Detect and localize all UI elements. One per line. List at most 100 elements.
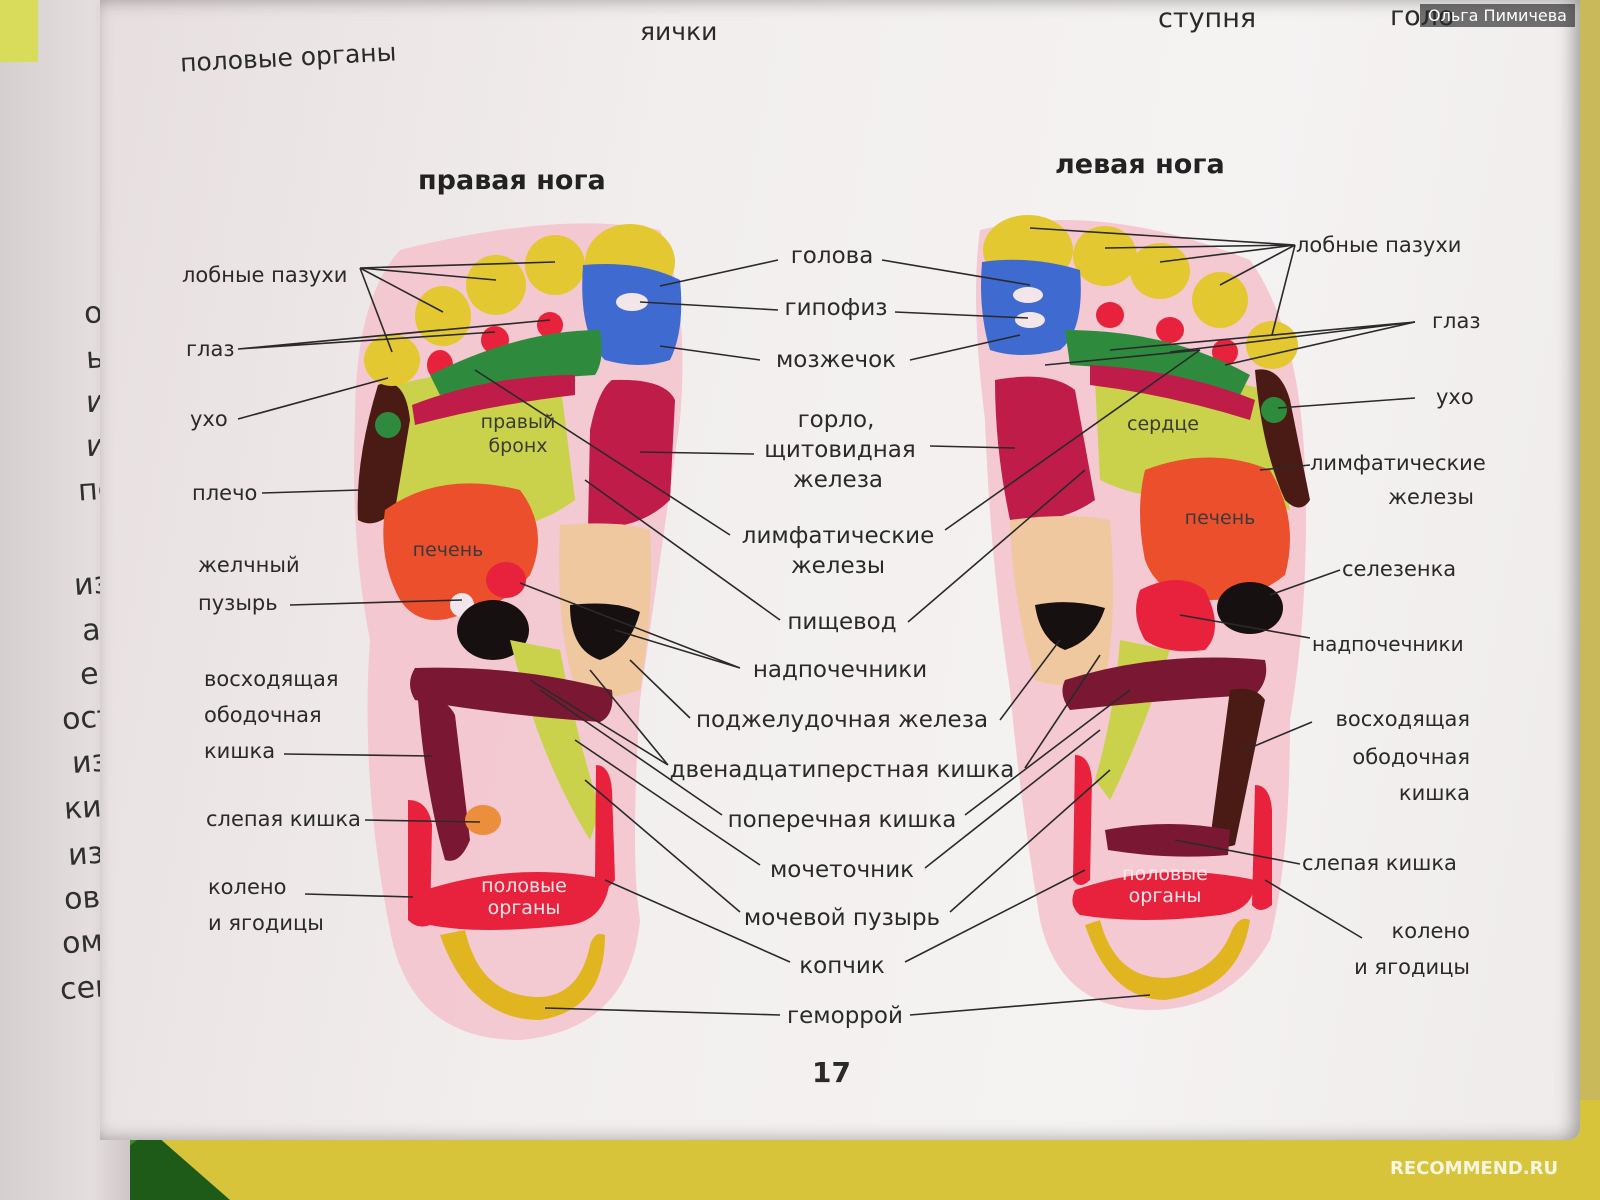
left-label-lymph-2: железы xyxy=(1388,485,1474,509)
leader-coccyx-left xyxy=(904,869,1086,963)
heading-right-foot: правая нога xyxy=(418,165,606,196)
left-label-knee-1: колено xyxy=(1391,919,1470,943)
right-foot-hemorrhoid-arc xyxy=(440,930,605,1020)
right-label-gallbladder-1: желчный xyxy=(198,553,300,577)
leader-right-ascending-colon xyxy=(283,753,433,757)
author-tag: Ольга Пимичева xyxy=(1420,4,1575,27)
leader-throat-left xyxy=(929,445,1016,449)
left-label-ear: ухо xyxy=(1436,385,1474,409)
leader-pancreas-right xyxy=(629,659,691,719)
leader-throat-right xyxy=(639,451,755,455)
left-label-spleen: селезенка xyxy=(1342,557,1457,581)
left-foot-crimson-band xyxy=(1090,365,1255,420)
left-label-adrenal: надпочечники xyxy=(1312,632,1464,656)
left-foot-knee-strip xyxy=(1252,785,1272,910)
right-foot-label-bronchus-2: бронх xyxy=(488,435,548,457)
right-label-gallbladder-2: пузырь xyxy=(198,591,278,615)
right-foot-label-genitals-1: половые xyxy=(481,875,567,897)
leader-duodenum-left xyxy=(1024,654,1101,769)
right-foot-throat-zone xyxy=(588,379,675,529)
right-label-shoulder: плечо xyxy=(192,481,258,505)
watermark: RECOMMEND.RU xyxy=(1390,1158,1559,1179)
left-foot-head-zone xyxy=(981,259,1081,355)
leader-left-adrenal xyxy=(1179,614,1311,639)
left-foot-toe-4 xyxy=(1192,272,1248,328)
left-label-ascending-colon-2: ободочная xyxy=(1352,745,1470,769)
leader-head-right xyxy=(659,259,779,287)
left-foot xyxy=(976,215,1310,1010)
leader-left-knee xyxy=(1264,879,1363,939)
center-label-throat-1: горло, xyxy=(797,407,875,433)
center-label-ureter: мочеточник xyxy=(769,857,915,883)
center-label-transverse-colon: поперечная кишка xyxy=(727,807,957,833)
left-foot-genitals-zone xyxy=(1072,872,1255,920)
left-label-knee-2: и ягодицы xyxy=(1354,955,1470,979)
left-foot-spine-column xyxy=(1010,516,1114,685)
center-label-throat-3: железа xyxy=(792,467,884,493)
leader-esophagus-left xyxy=(907,469,1086,623)
leader-bladder-right xyxy=(584,779,741,913)
leader-left-lymph xyxy=(1259,464,1311,471)
leader-lymph-left xyxy=(944,349,1201,531)
leader-right-frontal-sinus xyxy=(359,261,556,353)
leader-pituitary-right xyxy=(639,301,779,311)
center-label-throat-2: щитовидная xyxy=(764,437,916,463)
right-foot-cecum-spot xyxy=(465,805,501,835)
left-foot-ascending-colon xyxy=(1210,688,1265,847)
leader-right-eye xyxy=(237,319,551,350)
leader-bladder-left xyxy=(949,769,1111,913)
right-foot-toe-2 xyxy=(525,235,585,295)
leader-esophagus-right xyxy=(584,479,781,621)
leader-hemorrhoid-right xyxy=(544,1007,781,1016)
left-label-ascending-colon-3: кишка xyxy=(1398,781,1470,805)
left-foot-pituitary-spot xyxy=(1015,312,1045,328)
right-foot-kidney-blob xyxy=(570,603,640,660)
left-foot-label-heart: сердце xyxy=(1127,413,1199,435)
heading-left-foot: левая нога xyxy=(1055,149,1225,180)
right-foot-label-liver: печень xyxy=(412,539,484,561)
right-foot-toe-5 xyxy=(364,334,420,386)
right-foot-pituitary-spot xyxy=(616,293,648,311)
left-foot-kidney-blob xyxy=(1035,602,1105,650)
center-label-cerebellum: мозжечок xyxy=(775,347,897,373)
left-foot-cecum-zone xyxy=(1105,824,1230,857)
center-label-bladder: мочевой пузырь xyxy=(743,905,941,931)
right-label-cecum: слепая кишка xyxy=(206,807,361,831)
right-foot-label-genitals-2: органы xyxy=(487,897,561,919)
right-foot-eye-spot xyxy=(537,312,563,338)
leader-coccyx-right xyxy=(604,879,791,963)
leader-hemorrhoid-left xyxy=(909,994,1151,1016)
left-foot-eye-spot xyxy=(1096,302,1124,328)
leader-cerebellum-left xyxy=(909,334,1021,361)
left-foot-toe-2 xyxy=(1073,226,1137,286)
right-label-eye: глаз xyxy=(186,337,235,361)
center-label-pancreas: поджелудочная железа xyxy=(695,707,989,733)
book-page xyxy=(100,0,1580,1140)
top-label-testicles: яички xyxy=(640,17,718,46)
left-page-color-strip xyxy=(0,0,38,62)
right-label-ear: ухо xyxy=(190,407,228,431)
right-label-frontal-sinus: лобные пазухи xyxy=(182,263,348,287)
leader-left-ascending-colon xyxy=(1244,721,1313,751)
leader-right-gallbladder xyxy=(289,599,463,606)
right-label-knee-1: колено xyxy=(208,875,287,899)
right-label-knee-2: и ягодицы xyxy=(208,911,324,935)
right-foot-label-bronchus-1: правый xyxy=(480,411,556,433)
leader-right-cecum xyxy=(364,819,481,823)
right-foot-crimson-band xyxy=(412,375,575,425)
left-foot-adrenal-blob xyxy=(1217,582,1283,634)
leader-pancreas-left xyxy=(999,639,1061,721)
center-label-pituitary: гипофиз xyxy=(784,295,888,321)
left-label-eye: глаз xyxy=(1432,309,1481,333)
left-foot-throat-zone xyxy=(995,376,1095,521)
center-label-lymph-1: лимфатические xyxy=(741,523,935,549)
center-label-adrenal: надпочечники xyxy=(752,657,928,683)
center-label-esophagus: пищевод xyxy=(787,609,897,635)
left-foot-liver-zone xyxy=(1140,457,1290,600)
leader-lymph-right xyxy=(474,369,731,536)
left-foot-coccyx-strip xyxy=(1073,755,1092,885)
right-label-ascending-colon-1: восходящая xyxy=(204,667,339,691)
left-foot-transverse-colon xyxy=(1062,657,1267,710)
leader-head-left xyxy=(881,259,1031,286)
left-foot-hemorrhoid-arc xyxy=(1085,918,1250,1000)
